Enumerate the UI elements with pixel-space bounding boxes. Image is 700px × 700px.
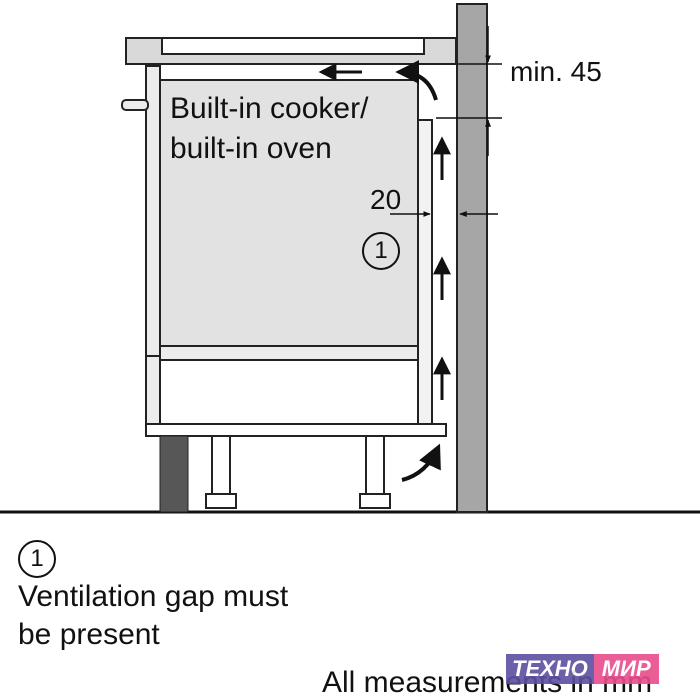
watermark-part2: МИР: [593, 654, 659, 684]
cabinet-leg-left: [211, 435, 231, 495]
appliance-label-line1: Built-in cooker/: [170, 92, 369, 125]
cabinet-foot-left: [205, 493, 237, 509]
cabinet-foot-right: [359, 493, 391, 509]
watermark-logo: ТЕХНО МИР: [506, 654, 659, 684]
legend-note-line1: Ventilation gap must: [18, 580, 289, 613]
airflow-inlet-arrow-icon: [401, 443, 441, 482]
side-gap-label: 20: [370, 184, 402, 215]
legend-marker: 1: [18, 540, 56, 578]
watermark-part1: ТЕХНО: [506, 654, 594, 684]
top-gap-label: min. 45: [510, 56, 602, 87]
cabinet-side-panel: [417, 119, 433, 427]
drawer-top: [159, 345, 419, 361]
control-knob: [121, 99, 149, 111]
appliance-label-line2: built-in oven: [170, 132, 332, 165]
airflow-top-curve-arrow-icon: [395, 60, 438, 101]
dimension-arrow-icon: [436, 26, 502, 156]
legend-circled-number-icon: 1: [18, 540, 56, 578]
cabinet-leg-right: [365, 435, 385, 495]
cooker-front-trim: [145, 65, 161, 357]
plinth-panel: [159, 435, 189, 513]
legend-note-line2: be present: [18, 618, 160, 651]
drawer-body: [159, 359, 419, 425]
cabinet-base: [145, 423, 447, 437]
wall: [456, 3, 488, 513]
hob-panel: [161, 37, 425, 55]
circled-number-icon: 1: [362, 232, 400, 270]
